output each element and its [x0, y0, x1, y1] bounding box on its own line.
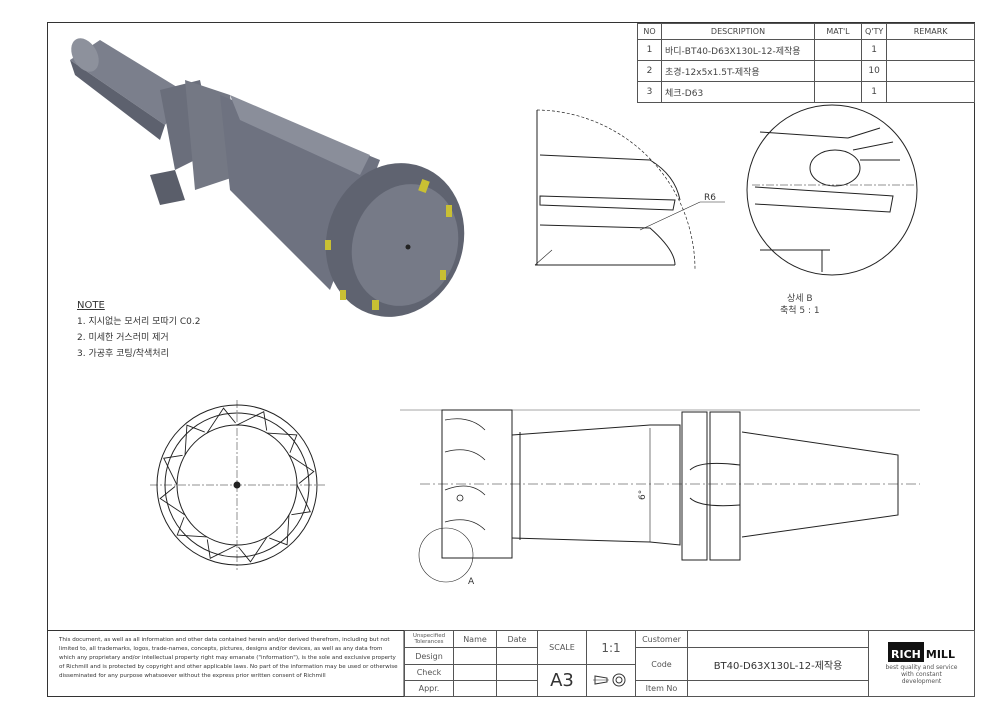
- cutter-tooth: [288, 454, 315, 484]
- disclaimer: This document, as well as all informatio…: [59, 637, 398, 679]
- note-item: 1. 지시없는 모서리 모따기 C0.2: [77, 317, 201, 327]
- angle-dimension: 6°: [638, 490, 648, 500]
- appr-name: [453, 680, 497, 697]
- code-label: Code: [635, 647, 688, 681]
- drawing-frame: [47, 22, 975, 697]
- customer-value: [687, 630, 869, 648]
- cutter-tooth: [291, 484, 311, 516]
- check-name: [453, 664, 497, 681]
- appr-label: Appr.: [404, 680, 454, 697]
- detail-a-view: [534, 109, 725, 271]
- check-date: [496, 664, 538, 681]
- note-item: 3. 가공후 코팅/착색처리: [77, 349, 169, 359]
- detail-label: 상세 B: [787, 294, 813, 304]
- logo-tagline: best quality and service with constant d…: [885, 664, 958, 685]
- cutter-tooth: [238, 536, 268, 563]
- cutter-tooth: [269, 514, 290, 546]
- scale-value: 1:1: [586, 630, 636, 665]
- cutter-tooth: [266, 432, 298, 453]
- isometric-view: [70, 38, 465, 317]
- logo-rich: RICH: [888, 642, 924, 662]
- cutter-tooth: [206, 407, 236, 434]
- projection-symbol-icon: [586, 664, 636, 697]
- date-header: Date: [496, 630, 538, 648]
- scale-label: SCALE: [537, 630, 587, 665]
- sheet-size: A3: [537, 664, 587, 697]
- bom-row: 3 체크-D63 1: [637, 81, 975, 103]
- detail-b-view: [746, 104, 918, 276]
- company-logo: RICH MILL best quality and service with …: [868, 630, 975, 697]
- notes-title: NOTE: [77, 300, 105, 311]
- item-no-label: Item No: [635, 680, 688, 697]
- name-header: Name: [453, 630, 497, 648]
- cutter-tooth: [159, 486, 186, 516]
- tolerances-label: Unspecified Tolerances: [404, 630, 454, 648]
- cutter-tooth: [176, 517, 208, 538]
- bom-row: 2 초경-12x5x1.5T-제작용 10: [637, 60, 975, 82]
- cutter-tooth: [206, 539, 238, 559]
- detail-scale: 축척 5 : 1: [780, 306, 820, 316]
- appr-date: [496, 680, 538, 697]
- design-label: Design: [404, 647, 454, 665]
- cutter-tooth: [163, 454, 183, 486]
- front-view: [150, 400, 325, 570]
- design-date: [496, 647, 538, 665]
- customer-label: Customer: [635, 630, 688, 648]
- item-no-value: [687, 680, 869, 697]
- cutter-tooth: [236, 411, 268, 431]
- detail-b-caption: 상세 B 축척 5 : 1: [780, 293, 820, 317]
- radius-dimension: R6: [704, 193, 716, 203]
- note-item: 2. 미세한 거스러미 제거: [77, 333, 169, 343]
- logo-mill: MILL: [925, 648, 955, 661]
- design-name: [453, 647, 497, 665]
- code-value: BT40-D63X130L-12-제작용: [687, 647, 869, 681]
- bom-remark: [886, 81, 975, 103]
- bom-row: 1 바디-BT40-D63X130L-12-제작용 1: [637, 39, 975, 61]
- side-view: [400, 409, 920, 583]
- bom-qty: 1: [860, 81, 888, 103]
- notes: NOTE 1. 지시없는 모서리 모따기 C0.2 2. 미세한 거스러미 제거…: [77, 298, 200, 362]
- check-label: Check: [404, 664, 454, 681]
- section-a-label: A: [468, 577, 475, 587]
- cutter-tooth: [184, 424, 205, 456]
- title-block-table: Unspecified Tolerances Name Date SCALE 1…: [404, 630, 975, 697]
- bill-of-materials: NO DESCRIPTION MAT'L Q'TY REMARK 1 바디-BT…: [637, 23, 975, 103]
